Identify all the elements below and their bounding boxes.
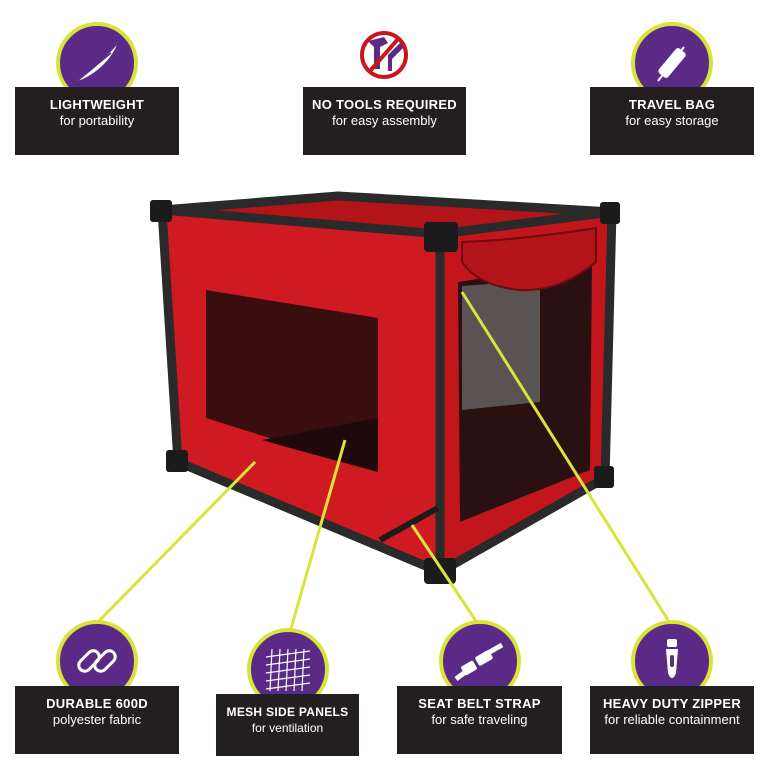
callout-line-mesh [288,439,347,633]
door-flap [461,226,597,292]
feature-title: LIGHTWEIGHT [49,97,145,112]
feature-subtitle: for easy storage [625,113,719,128]
callout-line-strap [410,524,480,625]
feature-subtitle: polyester fabric [52,712,142,727]
crate-frame [157,191,617,577]
callout-line-zipper [460,291,670,621]
feature-label: DURABLE 600D polyester fabric [15,686,179,754]
feature-seat-belt: SEAT BELT STRAP for safe traveling [397,612,562,762]
seat-belt-icon [454,642,504,681]
front-mesh-inner [462,280,540,410]
mesh-icon [265,648,311,692]
feature-title: TRAVEL BAG [628,97,716,112]
callout-lines [90,291,670,633]
chain-link-icon [77,649,117,673]
no-tools-icon [360,31,408,79]
feature-subtitle: for portability [59,113,135,128]
feature-lightweight: LIGHTWEIGHT for portability [15,0,179,160]
feature-title: SEAT BELT STRAP [418,696,541,711]
seat-belt-strap [378,505,440,543]
feature-title: HEAVY DUTY ZIPPER [602,696,742,711]
feature-subtitle: for reliable containment [604,712,740,727]
feature-subtitle: for easy assembly [332,113,437,128]
feature-label: MESH SIDE PANELS for ventilation [216,694,359,756]
feature-badge [343,14,425,96]
side-mesh-floor [262,418,378,472]
feature-mesh-panels: MESH SIDE PANELS for ventilation [216,612,359,762]
feature-travel-bag: TRAVEL BAG for easy storage [590,0,754,160]
feature-label: NO TOOLS REQUIRED for easy assembly [303,87,466,155]
feature-title: MESH SIDE PANELS [226,705,349,719]
feature-label: TRAVEL BAG for easy storage [590,87,754,155]
feature-subtitle: for safe traveling [431,712,528,727]
feature-subtitle: for ventilation [251,721,324,735]
feature-label: HEAVY DUTY ZIPPER for reliable containme… [590,686,754,754]
feature-title: NO TOOLS REQUIRED [312,97,457,112]
feature-title: DURABLE 600D [46,696,148,711]
feature-durable-fabric: DURABLE 600D polyester fabric [15,612,179,762]
travel-bag-icon [657,46,686,82]
feature-zipper: HEAVY DUTY ZIPPER for reliable containme… [590,612,754,762]
feather-icon [76,45,117,82]
feature-no-tools: NO TOOLS REQUIRED for easy assembly [303,0,466,160]
feature-label: LIGHTWEIGHT for portability [15,87,179,155]
callout-line-fabric [90,460,257,630]
zipper-icon [666,639,678,678]
feature-label: SEAT BELT STRAP for safe traveling [397,686,562,754]
